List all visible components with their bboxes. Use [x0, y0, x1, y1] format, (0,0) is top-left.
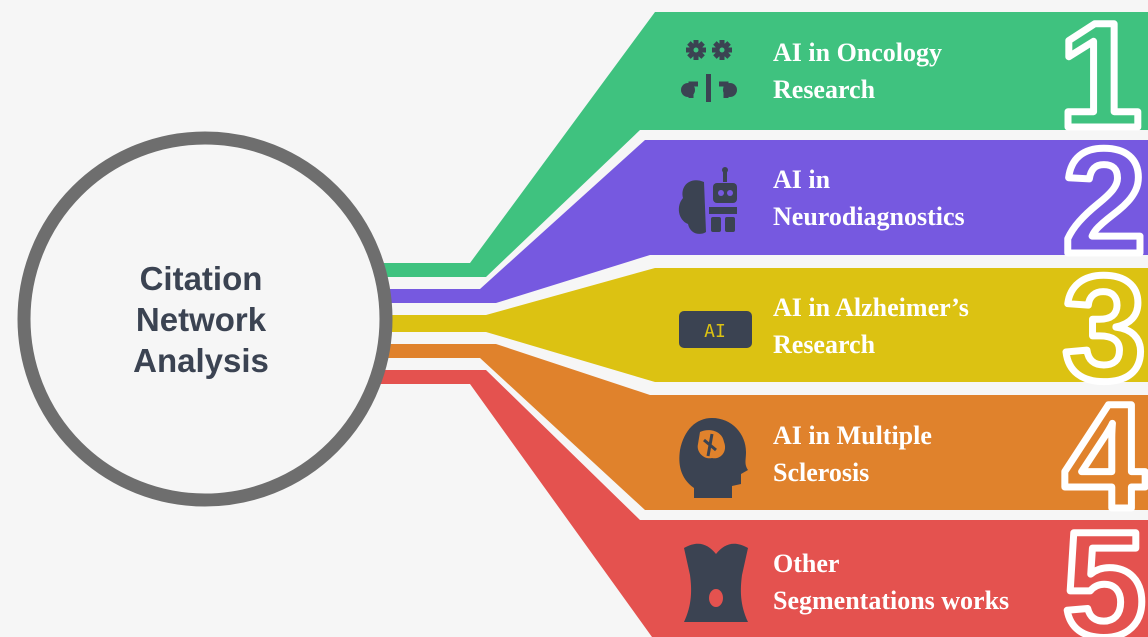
- item-1-line-1: AI in Oncology: [773, 38, 943, 67]
- band-4: [480, 344, 1148, 510]
- item-4-line-2: Sclerosis: [773, 458, 870, 487]
- item-4-line-1: AI in Multiple: [773, 421, 932, 450]
- item-1-label: AI in Oncology Research: [773, 34, 1073, 108]
- center-ring: [17, 131, 393, 507]
- gears-circuit-icon: [681, 40, 737, 102]
- item-3-label: AI in Alzheimer’s Research: [773, 289, 1073, 363]
- number-3: 3: [1063, 244, 1146, 412]
- connector-5: [375, 370, 475, 384]
- number-4: 4: [1063, 372, 1146, 540]
- item-3-line-1: AI in Alzheimer’s: [773, 293, 969, 322]
- band-3: [486, 268, 1148, 382]
- item-2-line-2: Neurodiagnostics: [773, 202, 965, 231]
- torso-icon: [684, 543, 748, 622]
- item-4-label: AI in Multiple Sclerosis: [773, 417, 1073, 491]
- center-title-line-3: Analysis: [133, 342, 269, 379]
- connector-1: [375, 263, 475, 277]
- band-1: [470, 12, 1148, 277]
- item-1-line-2: Research: [773, 75, 876, 104]
- connector-2: [384, 289, 484, 303]
- ai-chip-icon: AI: [679, 311, 752, 348]
- brain-robot-icon: [678, 167, 737, 234]
- band-2: [480, 140, 1148, 303]
- number-2: 2: [1063, 117, 1146, 285]
- item-3-line-2: Research: [773, 330, 876, 359]
- ai-chip-label: AI: [704, 321, 726, 342]
- band-5: [470, 370, 1148, 637]
- number-1: 1: [1059, 0, 1142, 159]
- center-title-line-1: Citation: [139, 260, 263, 297]
- item-5-label: Other Segmentations works: [773, 545, 1073, 619]
- item-2-label: AI in Neurodiagnostics: [773, 161, 1073, 235]
- center-title: Citation Network Analysis: [58, 258, 344, 381]
- item-5-line-2: Segmentations works: [773, 586, 1010, 615]
- connector-4: [384, 344, 484, 358]
- item-5-line-1: Other: [773, 549, 840, 578]
- number-5: 5: [1063, 500, 1146, 637]
- center-title-line-2: Network: [135, 301, 267, 338]
- head-brain-icon: [679, 418, 748, 498]
- connector-3: [388, 315, 488, 332]
- item-2-line-1: AI in: [773, 165, 831, 194]
